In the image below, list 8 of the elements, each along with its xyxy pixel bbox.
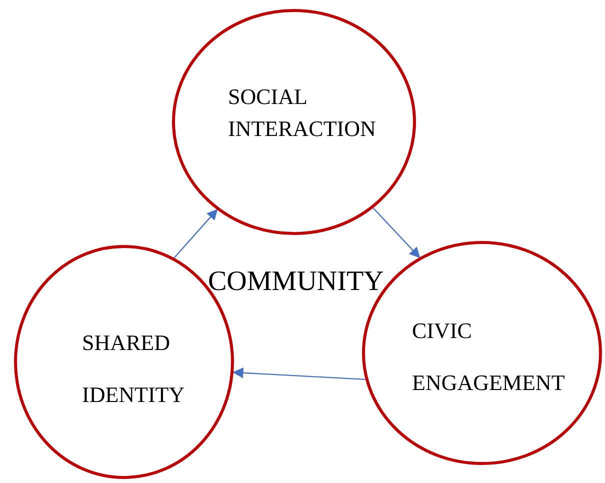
arrow — [174, 208, 218, 258]
node-label: CIVIC ENGAGEMENT — [412, 317, 566, 397]
node-label: SOCIAL INTERACTION — [228, 83, 377, 143]
circle-node — [172, 9, 416, 235]
center-label: COMMUNITY — [208, 266, 384, 298]
arrow — [372, 208, 420, 258]
node-label: SHARED IDENTITY — [82, 329, 186, 409]
arrow — [232, 367, 366, 380]
